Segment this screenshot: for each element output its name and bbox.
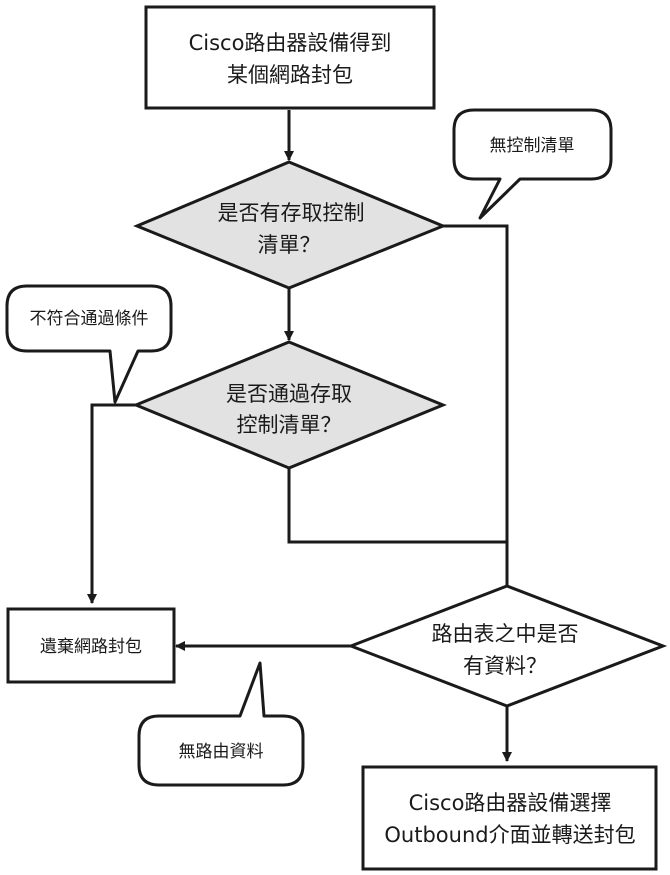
path-no-acl-to-route-check (443, 224, 509, 586)
forward-packet-line1: Cisco路由器設備選擇 (409, 791, 612, 815)
arrow-not-match-to-drop (87, 403, 136, 604)
decision-passes-acl-line2: 控制清單？ (237, 413, 342, 437)
connectors (87, 110, 512, 762)
drop-packet-box: 遺棄網路封包 (6, 607, 176, 684)
callout-no-acl-text: 無控制清單 (490, 136, 575, 156)
decision-passes-acl: 是否通過存取 控制清單？ (132, 340, 447, 470)
callout-no-route: 無路由資料 (137, 661, 305, 787)
decision-route-exists-line1: 路由表之中是否 (432, 622, 579, 646)
drop-packet-label: 遺棄網路封包 (40, 637, 142, 657)
start-box-line1: Cisco路由器設備得到 (189, 31, 392, 55)
callout-no-route-text: 無路由資料 (179, 742, 264, 762)
forward-packet-line2: Outbound介面並轉送封包 (384, 823, 635, 847)
decision-route-exists: 路由表之中是否 有資料？ (346, 584, 668, 708)
forward-packet-box: Cisco路由器設備選擇 Outbound介面並轉送封包 (361, 765, 658, 871)
callout-not-match: 不符合通過條件 (5, 284, 173, 404)
decision-passes-acl-line1: 是否通過存取 (226, 382, 352, 406)
callout-no-acl: 無控制清單 (452, 108, 613, 220)
decision-has-acl: 是否有存取控制 清單？ (133, 160, 447, 290)
decision-route-exists-line2: 有資料？ (463, 654, 547, 678)
callout-not-match-text: 不符合通過條件 (30, 309, 149, 329)
start-box: Cisco路由器設備得到 某個網路封包 (144, 5, 436, 110)
decision-has-acl-line2: 清單？ (258, 233, 321, 257)
start-box-line2: 某個網路封包 (227, 63, 353, 87)
decision-has-acl-line1: 是否有存取控制 (218, 201, 365, 225)
path-pass-to-route-check (287, 468, 507, 544)
